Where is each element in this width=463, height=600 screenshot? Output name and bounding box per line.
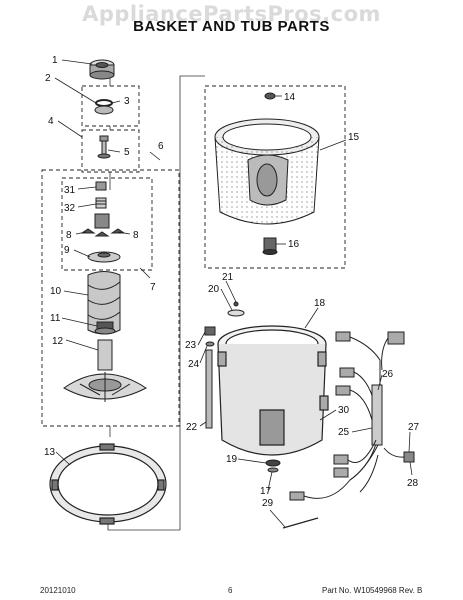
part-5-bolt — [97, 135, 111, 159]
part-17-washer — [267, 467, 279, 473]
callout-16: 16 — [288, 239, 300, 250]
watermark: AppliancePartsPros.com — [82, 2, 381, 26]
callout-10: 10 — [50, 286, 62, 297]
part-11-coupler — [94, 321, 116, 335]
part-20-21-seal — [227, 301, 245, 317]
callout-17: 17 — [260, 486, 272, 497]
callout-23: 23 — [185, 340, 197, 351]
callout-1: 1 — [52, 55, 58, 66]
callout-32: 32 — [64, 203, 76, 214]
callout-14: 14 — [284, 92, 296, 103]
group-box-4-5 — [81, 129, 140, 173]
diagram-title: BASKET AND TUB PARTS — [133, 18, 330, 35]
callout-6: 6 — [158, 141, 164, 152]
callout-25: 25 — [338, 427, 350, 438]
callout-5: 5 — [124, 147, 130, 158]
part-31-32-spring — [95, 181, 107, 209]
callout-8-left: 8 — [66, 230, 72, 241]
part-9-cam — [87, 251, 121, 263]
callout-4: 4 — [48, 116, 54, 127]
part-13-balance-ring — [49, 443, 167, 525]
footer-date: 20121010 — [40, 586, 76, 595]
part-8-dogs — [80, 213, 126, 237]
callout-11: 11 — [50, 313, 61, 324]
callout-labels: 1 2 3 4 5 6 31 32 8 8 9 7 10 11 12 13 14… — [44, 55, 420, 509]
footer-part-number: Part No. W10549968 Rev. B — [322, 586, 423, 595]
group-box-2-3 — [81, 85, 140, 127]
callout-31: 31 — [64, 185, 76, 196]
part-12-impeller — [63, 339, 147, 402]
callout-7: 7 — [150, 282, 156, 293]
callout-19: 19 — [226, 454, 238, 465]
callout-13: 13 — [44, 447, 56, 458]
part-29-tie — [282, 517, 319, 529]
callout-22: 22 — [186, 422, 198, 433]
part-10-auger — [87, 271, 121, 335]
callout-29: 29 — [262, 498, 274, 509]
part-19-seal — [265, 459, 281, 467]
callout-27: 27 — [408, 422, 420, 433]
callout-8-right: 8 — [133, 230, 139, 241]
part-30-wire-harness — [289, 331, 415, 501]
part-1-cap — [89, 59, 115, 80]
part-16-spline — [262, 237, 278, 255]
callout-21: 21 — [222, 272, 234, 283]
callout-2: 2 — [45, 73, 51, 84]
callout-26: 26 — [382, 369, 394, 380]
group-box-basket — [204, 85, 346, 269]
part-18-tub — [217, 325, 329, 456]
part-15-basket — [214, 118, 320, 225]
callout-15: 15 — [348, 132, 360, 143]
callout-18: 18 — [314, 298, 326, 309]
part-14-nut — [264, 92, 276, 100]
group-box-7 — [61, 177, 153, 271]
callout-30: 30 — [338, 405, 350, 416]
part-22-24-hose — [204, 326, 216, 429]
group-box-6 — [41, 169, 180, 427]
callout-9: 9 — [64, 245, 70, 256]
callout-20: 20 — [208, 284, 220, 295]
callout-24: 24 — [188, 359, 200, 370]
callout-28: 28 — [407, 478, 419, 489]
footer-page-number: 6 — [228, 586, 233, 595]
callout-3: 3 — [124, 96, 130, 107]
callout-12: 12 — [52, 336, 64, 347]
part-3-ring — [94, 99, 114, 115]
